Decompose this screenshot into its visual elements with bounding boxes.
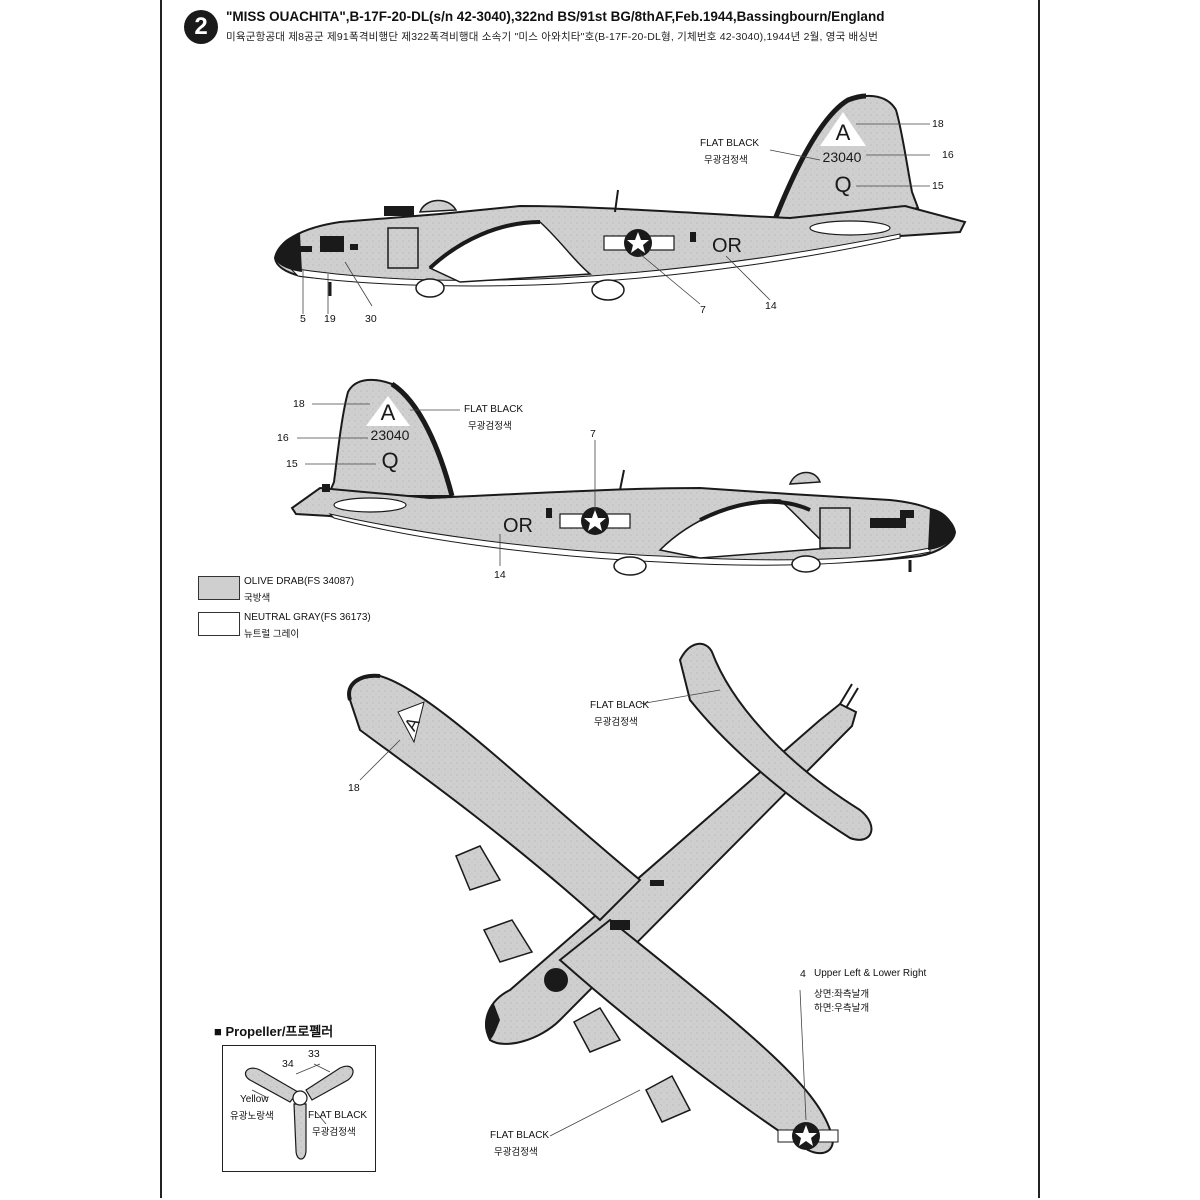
propeller-box [222, 1045, 376, 1172]
flat-black-ko-2: 무광검정색 [468, 421, 512, 432]
squadron-code-2: OR [503, 515, 533, 537]
callout-18-b: 18 [293, 398, 305, 410]
tail-code-q: Q [834, 172, 851, 197]
callout-15: 15 [932, 180, 944, 192]
top-turret [418, 199, 458, 213]
page-frame [160, 0, 1040, 1198]
prop-yellow-ko: 유광노랑색 [230, 1111, 274, 1122]
neutral-gray-ko: 뉴트럴 그레이 [244, 629, 300, 640]
callout-14-b: 14 [494, 569, 506, 581]
neutral-gray-swatch [198, 612, 240, 636]
top-view: A [347, 642, 873, 1155]
prop-callout-33: 33 [308, 1048, 320, 1060]
side-view-right-facing: A 23040 Q OR [290, 378, 957, 576]
callout-18-c: 18 [348, 782, 360, 794]
title-korean: 미육군항공대 제8공군 제91폭격비행단 제322폭격비행대 소속기 "미스 아… [226, 31, 879, 43]
lower-right-ko: 하면:우측날개 [814, 1003, 870, 1014]
top-stabilizer [678, 642, 873, 841]
flat-black-label-2: FLAT BLACK [464, 404, 524, 415]
prop-flat-black-label: FLAT BLACK [308, 1110, 368, 1121]
tail-code-q-2: Q [381, 448, 398, 473]
flat-black-ko-1: 무광검정색 [704, 155, 748, 166]
top-wing-triangle [397, 701, 425, 744]
prop-flat-black-ko: 무광검정색 [312, 1127, 356, 1138]
nose-flat-black [275, 234, 302, 272]
propeller-diagram [245, 1063, 354, 1160]
flat-black-label-3: FLAT BLACK [590, 700, 650, 711]
squadron-code: OR [712, 235, 742, 257]
callout-15-b: 15 [286, 458, 298, 470]
flat-black-label-1: FLAT BLACK [700, 138, 760, 149]
nose-flat-black-2 [928, 508, 955, 550]
star-insignia-side-2 [559, 507, 631, 535]
flat-black-ko-3: 무광검정색 [594, 717, 638, 728]
title-english: "MISS OUACHITA",B-17F-20-DL(s/n 42-3040)… [226, 9, 885, 24]
star-insignia-top [777, 1122, 839, 1150]
top-left-wing [348, 674, 642, 922]
step-number-badge: 2 [184, 10, 218, 44]
callout-16-b: 16 [277, 432, 289, 444]
underside-2 [328, 513, 931, 566]
olive-drab-label: OLIVE DRAB(FS 34087) [244, 576, 355, 587]
serial-number: 23040 [823, 149, 862, 165]
callout-30: 30 [365, 313, 377, 325]
star-insignia-side [603, 229, 675, 257]
callout-16: 16 [942, 149, 954, 161]
upper-left-lower-right-label: Upper Left & Lower Right [814, 968, 927, 979]
prop-yellow-label: Yellow [240, 1094, 269, 1105]
olive-drab-swatch [198, 576, 240, 600]
propeller-heading: ■ Propeller/프로펠러 [214, 1024, 334, 1039]
callout-4: 4 [800, 968, 806, 980]
callout-14: 14 [765, 300, 777, 312]
callout-19: 19 [324, 313, 336, 325]
serial-number-2: 23040 [371, 427, 410, 443]
neutral-gray-label: NEUTRAL GRAY(FS 36173) [244, 612, 371, 623]
tail-triangle-side-2 [366, 396, 410, 426]
tail-letter-a-2: A [381, 400, 396, 425]
callout-5: 5 [300, 313, 306, 325]
tail-triangle-side [820, 112, 866, 146]
tail-letter-a: A [836, 120, 851, 145]
callout-7: 7 [700, 304, 706, 316]
callout-18: 18 [932, 118, 944, 130]
upper-left-ko: 상면:좌측날개 [814, 989, 870, 1000]
olive-drab-ko: 국방색 [244, 593, 271, 604]
side-view-left-facing: A 23040 Q OR [273, 93, 967, 314]
flat-black-label-4: FLAT BLACK [490, 1130, 550, 1141]
flat-black-ko-4: 무광검정색 [494, 1147, 538, 1158]
tail-flat-black-edge [767, 93, 867, 233]
callout-7-b: 7 [590, 428, 596, 440]
prop-callout-34: 34 [282, 1058, 294, 1070]
top-right-wing [558, 918, 834, 1155]
